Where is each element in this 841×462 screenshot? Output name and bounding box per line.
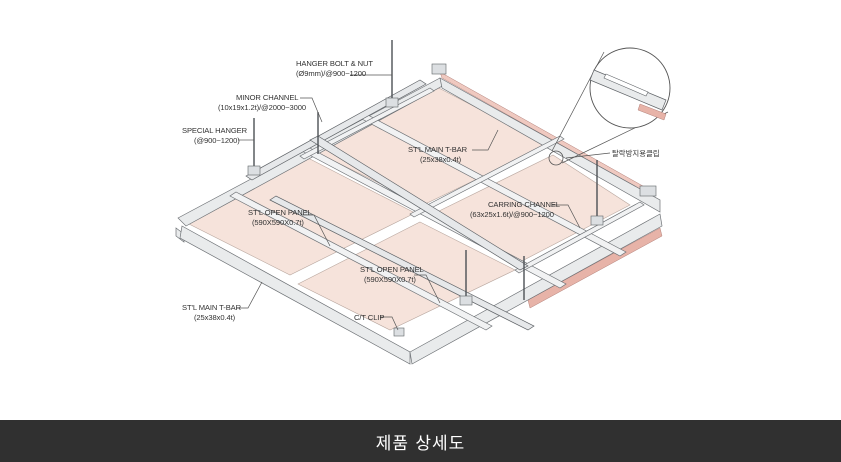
label-hanger-bolt-line2: (Ø9mm)/@900~1200 bbox=[296, 69, 366, 78]
label-minor-channel-line1: MINOR CHANNEL bbox=[236, 93, 298, 102]
label-carrying-channel-line1: CARRING CHANNEL bbox=[488, 200, 560, 209]
hanger-clip-6 bbox=[431, 63, 447, 75]
leader-ct-clip bbox=[380, 316, 399, 331]
frame-right-rail bbox=[409, 213, 663, 365]
hanger-clip-3 bbox=[590, 215, 604, 226]
hanger-bolts bbox=[253, 40, 598, 300]
leader-main-tbar-top bbox=[472, 129, 499, 151]
label-main-tbar-top-line1: ST'L MAIN T-BAR bbox=[408, 145, 468, 154]
label-detachment-clip: 탈락방지용클립 bbox=[612, 149, 660, 158]
hanger-clip-1 bbox=[385, 97, 399, 108]
callout-clip-pad bbox=[637, 103, 667, 121]
label-carrying-channel-line2: (63x25x1.6t)/@900~1200 bbox=[470, 210, 554, 219]
callout-clip-slot bbox=[603, 73, 649, 97]
label-open-panel-mid-line2: (590X590X0.7t) bbox=[364, 275, 416, 284]
label-open-panel-mid-line1: ST'L OPEN PANEL bbox=[360, 265, 424, 274]
label-hanger-bolt-line1: HANGER BOLT & NUT bbox=[296, 59, 373, 68]
hanger-clip-2 bbox=[247, 165, 261, 176]
label-main-tbar-bottom-line2: (25x38x0.4t) bbox=[194, 313, 236, 322]
label-main-tbar-top-line2: (25x38x0.4t) bbox=[420, 155, 462, 164]
label-special-hanger-line2: (@900~1200) bbox=[194, 136, 240, 145]
footer-title-bar: 제품 상세도 bbox=[0, 420, 841, 462]
edge-trim bbox=[439, 71, 663, 309]
cross-tbar-2 bbox=[409, 135, 565, 218]
carrying-channel-1 bbox=[245, 79, 427, 181]
label-special-hanger-line1: SPECIAL HANGER bbox=[182, 126, 248, 135]
label-ct-clip: C/T CLIP bbox=[354, 313, 384, 322]
leader-open-panel-mid bbox=[414, 274, 441, 304]
cross-tbar-1 bbox=[299, 87, 435, 160]
callout-target-circle bbox=[548, 150, 564, 166]
label-minor-channel-line2: (10x19x1.2t)/@2000~3000 bbox=[218, 103, 306, 112]
callout-label-leader bbox=[565, 152, 611, 159]
leader-lines bbox=[236, 72, 581, 331]
leader-main-tbar-bottom bbox=[236, 281, 263, 309]
frame-front-rail bbox=[179, 225, 411, 365]
detail-callout bbox=[548, 47, 671, 166]
leader-minor-channel bbox=[300, 97, 323, 123]
footer-title: 제품 상세도 bbox=[375, 433, 466, 454]
diagram-labels: HANGER BOLT & NUT (Ø9mm)/@900~1200 MINOR… bbox=[182, 59, 660, 322]
panel-front bbox=[297, 221, 516, 331]
hanger-clip-4 bbox=[459, 295, 473, 306]
carrying-channel-2 bbox=[309, 135, 529, 271]
leader-hanger-bolt bbox=[350, 72, 393, 76]
leader-open-panel-left bbox=[302, 214, 331, 247]
leader-carrying-channel bbox=[552, 204, 581, 229]
ct-clip-part bbox=[393, 327, 405, 337]
label-open-panel-left-line1: ST'L OPEN PANEL bbox=[248, 208, 312, 217]
ceiling-system-diagram: HANGER BOLT & NUT (Ø9mm)/@900~1200 MINOR… bbox=[175, 40, 671, 365]
label-main-tbar-bottom-line1: ST'L MAIN T-BAR bbox=[182, 303, 242, 312]
main-tbar-1 bbox=[229, 191, 493, 331]
label-open-panel-left-line2: (590X590X0.7t) bbox=[252, 218, 304, 227]
hanger-clips bbox=[247, 63, 657, 337]
hanger-clip-5 bbox=[639, 185, 657, 197]
